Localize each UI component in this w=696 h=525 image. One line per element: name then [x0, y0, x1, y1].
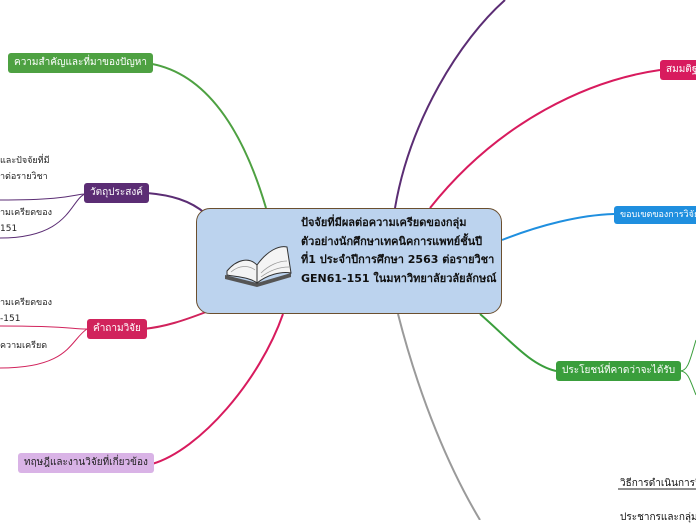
branch-theory[interactable]: ทฤษฎีและงานวิจัยที่เกี่ยวข้อง — [18, 453, 154, 473]
connector-assumption — [429, 69, 661, 209]
connector-questions — [142, 311, 207, 330]
question-subtopic-2-line1: ความเครียด — [0, 341, 48, 351]
objective-subtopic-1-line2: าต่อรายวิชา — [0, 172, 48, 182]
objective-subtopic-1-line1: และปัจจัยที่มี — [0, 156, 50, 166]
connector-questions-sub2 — [0, 328, 88, 369]
branch-scope-label: ขอบเขตของการวิจัย — [620, 210, 696, 220]
connector-objectives-sub1 — [0, 193, 86, 201]
branch-objectives[interactable]: วัตถุประสงค์ — [84, 183, 149, 203]
branch-theory-label: ทฤษฎีและงานวิจัยที่เกี่ยวข้อง — [24, 457, 148, 468]
connector-objectives — [146, 192, 207, 215]
open-book-icon — [225, 246, 292, 287]
branch-method[interactable]: วิธีการดำเนินการวิ — [620, 476, 696, 491]
connector-benefits-right2 — [679, 370, 696, 396]
question-subtopic-1[interactable]: ามเครียดของ -151 — [0, 297, 52, 326]
question-subtopic-2[interactable]: ความเครียด — [0, 340, 47, 353]
connector-theory — [151, 313, 284, 465]
branch-questions-label: คำถามวิจัย — [93, 323, 141, 334]
connector-method — [397, 313, 481, 520]
connector-objectives-sub2 — [0, 193, 86, 239]
objective-subtopic-1[interactable]: และปัจจัยที่มี าต่อรายวิชา — [0, 155, 50, 184]
objective-subtopic-2-line2: 151 — [0, 224, 18, 234]
branch-population-label: ประชากรและกลุ่ม — [620, 512, 696, 523]
question-subtopic-1-line2: -151 — [0, 314, 21, 324]
connector-importance — [145, 62, 267, 209]
branch-objectives-label: วัตถุประสงค์ — [90, 187, 143, 198]
connector-scope — [501, 213, 615, 241]
branch-questions[interactable]: คำถามวิจัย — [87, 319, 147, 339]
central-topic-label: ปัจจัยที่มีผลต่อความเครียดของกลุ่มตัวอย่… — [301, 216, 497, 285]
branch-scope[interactable]: ขอบเขตของการวิจัย — [614, 206, 696, 224]
connector-questions-sub1 — [0, 325, 88, 330]
branch-assumption[interactable]: สมมติฐ — [660, 60, 696, 80]
branch-importance[interactable]: ความสำคัญและที่มาของปัญหา — [8, 53, 153, 73]
connector-top — [394, 0, 506, 209]
objective-subtopic-2[interactable]: ามเครียดของ 151 — [0, 207, 52, 236]
branch-population[interactable]: ประชากรและกลุ่ม — [620, 510, 696, 525]
branch-benefits-label: ประโยชน์ที่คาดว่าจะได้รับ — [562, 365, 676, 376]
connector-benefits-right — [679, 339, 696, 372]
branch-importance-label: ความสำคัญและที่มาของปัญหา — [14, 57, 147, 68]
branch-benefits[interactable]: ประโยชน์ที่คาดว่าจะได้รับ — [556, 361, 682, 381]
branch-assumption-label: สมมติฐ — [666, 64, 696, 75]
question-subtopic-1-line1: ามเครียดของ — [0, 298, 52, 308]
connector-benefits — [479, 313, 557, 372]
objective-subtopic-2-line1: ามเครียดของ — [0, 208, 52, 218]
central-topic-node[interactable]: ปัจจัยที่มีผลต่อความเครียดของกลุ่มตัวอย่… — [196, 208, 502, 314]
branch-method-label: วิธีการดำเนินการวิ — [620, 478, 696, 489]
